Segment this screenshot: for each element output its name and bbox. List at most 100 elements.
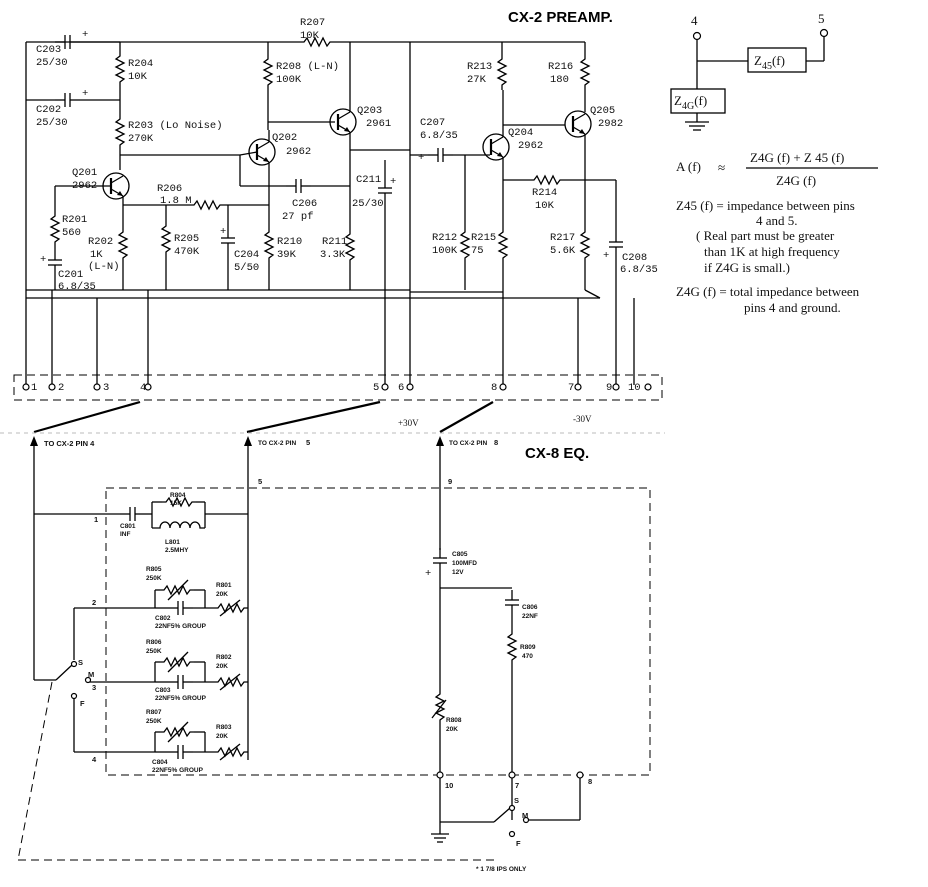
r210-value: 39K <box>277 249 297 261</box>
pin-label-10: 10 <box>628 382 641 394</box>
c801-label: C801 <box>120 523 136 530</box>
c806-capacitor <box>504 589 520 616</box>
r211-value: 3.3K <box>320 249 346 261</box>
r802-label: R802 <box>216 654 232 661</box>
c806-label: C806 <box>522 604 538 611</box>
c207-value: 6.8/35 <box>420 130 458 142</box>
r805-value: 250K <box>146 575 162 582</box>
pin-label-4: 4 <box>140 382 146 394</box>
c802-value: 22NF5% GROUP <box>155 623 207 630</box>
r201-label: R201 <box>62 214 87 226</box>
c206-capacitor <box>285 178 350 194</box>
r201-resistor <box>50 205 60 250</box>
c208-capacitor <box>608 180 624 385</box>
r213-label: R213 <box>467 61 492 73</box>
r803-label: R803 <box>216 724 232 731</box>
c806-value: 22NF <box>522 613 538 620</box>
q204-transistor <box>481 132 511 162</box>
c804-label: C804 <box>152 759 168 766</box>
r203-label: R203 (Lo Noise) <box>128 120 223 132</box>
r804-resistor <box>152 497 205 507</box>
r806-label: R806 <box>146 639 162 646</box>
c801-value: INF <box>120 531 131 538</box>
eq-node-3: 3 <box>92 683 96 692</box>
r213-resistor <box>497 42 507 90</box>
pin-row <box>22 383 652 391</box>
r208-resistor <box>263 42 273 130</box>
note-line-1: ( Real part must be greater <box>696 228 835 243</box>
c802-label: C802 <box>155 615 171 622</box>
pin4-label: 4 <box>691 13 698 28</box>
pin-label-6: 6 <box>398 382 404 394</box>
c204-value: 5/50 <box>234 262 259 274</box>
r207-value: 10K <box>300 30 320 42</box>
c804-value: 22NF5% GROUP <box>152 767 204 774</box>
eq-bottom-nodes <box>436 771 584 838</box>
connector-strip <box>13 374 663 401</box>
r214-resistor <box>529 175 585 185</box>
r204-label: R204 <box>128 58 153 70</box>
svg-text:+: + <box>82 29 88 41</box>
pin-label-7: 7 <box>568 382 574 394</box>
r211-resistor <box>345 229 355 290</box>
to-pin8-number: 8 <box>494 438 498 447</box>
r215-label: R215 <box>471 232 496 244</box>
r216-value: 180 <box>550 74 569 86</box>
r215-value: 75 <box>471 245 484 257</box>
r808-label: R808 <box>446 717 462 724</box>
eq-leads <box>30 436 444 760</box>
approx-symbol: ≈ <box>718 160 725 175</box>
formula-denominator: Z4G (f) <box>776 173 816 188</box>
ips-note: * 1 7/8 IPS ONLY <box>476 866 527 873</box>
r202-resistor <box>118 205 128 290</box>
pin-label-8: 8 <box>491 382 497 394</box>
q202-label: Q202 <box>272 132 297 144</box>
top-rail <box>25 37 585 385</box>
eq-node-4: 4 <box>92 755 97 764</box>
to-pin4-label: TO CX-2 PIN 4 <box>44 439 95 448</box>
svg-text:+: + <box>220 226 226 238</box>
to-pin5-label: TO CX-2 PIN <box>258 440 296 447</box>
c207-capacitor <box>427 147 490 163</box>
r217-resistor <box>580 227 590 290</box>
svg-text:+: + <box>390 176 396 188</box>
pin-label-2: 2 <box>58 382 64 394</box>
q204-value: 2962 <box>518 140 543 152</box>
c201-value: 6.8/35 <box>58 281 96 293</box>
c201-capacitor <box>47 249 63 290</box>
c203-capacitor <box>54 34 120 50</box>
switch-f-right: F <box>516 839 521 848</box>
z45-definition-2: 4 and 5. <box>756 213 798 228</box>
pin5-label: 5 <box>818 11 825 26</box>
r207-label: R207 <box>300 17 325 29</box>
eq-node-1: 1 <box>94 515 98 524</box>
r203-resistor <box>115 114 125 155</box>
r208-value: 100K <box>276 74 302 86</box>
svg-text:+: + <box>418 152 424 164</box>
r204-value: 10K <box>128 71 148 83</box>
r807-value: 250K <box>146 718 162 725</box>
r206-label: R206 <box>157 183 182 195</box>
r807-label: R807 <box>146 709 162 716</box>
switch-s-right: S <box>514 796 519 805</box>
l801-value: 2.5MHY <box>165 547 189 554</box>
eq-title: CX-8 EQ. <box>525 445 589 462</box>
q205-label: Q205 <box>590 105 615 117</box>
l801-inductor <box>152 521 205 529</box>
impedance-diagram <box>670 28 829 131</box>
r215-resistor <box>498 227 508 290</box>
svg-text:+: + <box>603 250 609 262</box>
eq-node-5: 5 <box>258 477 262 486</box>
c204-capacitor <box>220 205 236 290</box>
r804-value: 15K <box>170 500 182 507</box>
r214-label: R214 <box>532 187 557 199</box>
r216-resistor <box>580 42 590 112</box>
note-line-3: if Z4G is small.) <box>704 260 790 275</box>
svg-text:+: + <box>82 88 88 100</box>
bottom-rails <box>26 289 635 385</box>
q201-label: Q201 <box>72 167 97 179</box>
ground-icon <box>431 830 449 843</box>
eq-node-2: 2 <box>92 598 96 607</box>
q204-label: Q204 <box>508 127 533 139</box>
eq-node-8: 8 <box>588 777 592 786</box>
